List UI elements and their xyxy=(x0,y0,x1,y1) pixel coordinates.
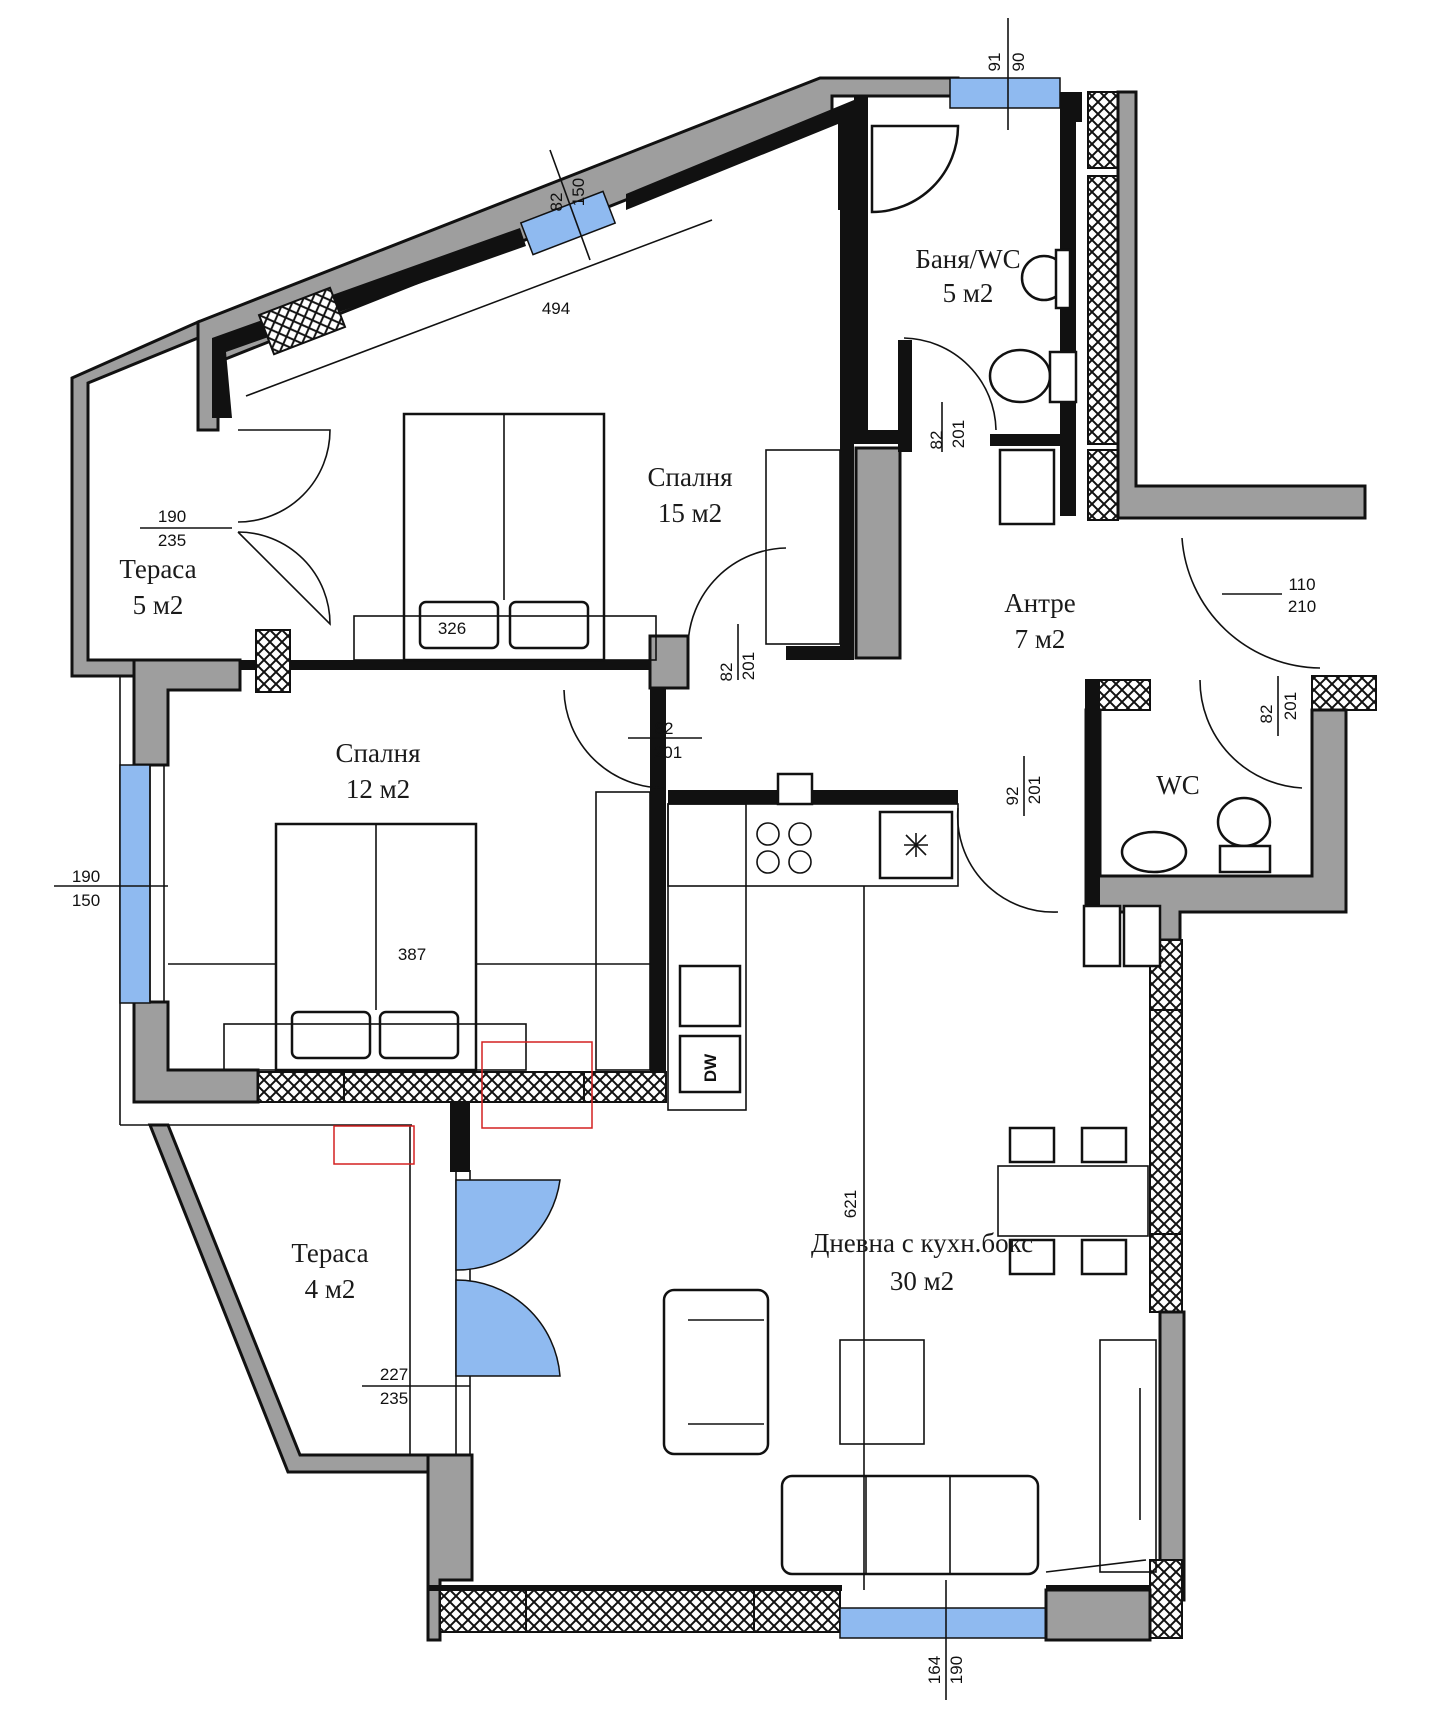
bath-fixtures xyxy=(870,124,1078,526)
wc-walls xyxy=(1084,675,1377,942)
hall-name: Антре xyxy=(1004,588,1076,618)
bath-window-h: 90 xyxy=(1009,53,1028,72)
wc-door-w: 82 xyxy=(1257,705,1276,724)
bedroom-1-name: Спалня xyxy=(647,462,732,492)
bed-1-size: 326 xyxy=(438,619,466,638)
bedroom-1-north-wall xyxy=(196,76,960,432)
living-depth: 621 xyxy=(841,1190,860,1218)
terrace-1-door-h: 235 xyxy=(158,531,186,550)
bath-walls xyxy=(854,77,1367,521)
bedroom-1-area: 15 м2 xyxy=(658,498,722,528)
bath-area: 5 м2 xyxy=(943,278,994,308)
interior-walls xyxy=(240,186,912,690)
bedroom-2-door-h: 201 xyxy=(654,743,682,762)
terrace-1-door-w: 190 xyxy=(158,507,186,526)
terrace-1-area: 5 м2 xyxy=(133,590,184,620)
bedroom-1-door-w: 82 xyxy=(717,663,736,682)
bedroom-2-door-w: 82 xyxy=(655,719,674,738)
room-labels: Баня/WC 5 м2 Спалня 15 м2 Тераса 5 м2 Ан… xyxy=(119,244,1199,1304)
bath-door-w: 82 xyxy=(927,431,946,450)
doors xyxy=(237,337,1321,1377)
terrace-2-door-w: 227 xyxy=(380,1365,408,1384)
bedroom-2-furniture xyxy=(223,791,651,1165)
living-window-h: 190 xyxy=(947,1656,966,1684)
bedroom-2-window-h: 150 xyxy=(72,891,100,910)
bedroom-2-name: Спалня xyxy=(335,738,420,768)
kitchen-furniture xyxy=(667,772,959,1111)
bedroom-1-door-h: 201 xyxy=(739,652,758,680)
wc-name: WC xyxy=(1156,770,1200,800)
living-door-w: 92 xyxy=(1003,787,1022,806)
terrace-1-name: Тераса xyxy=(119,554,196,584)
bedroom-2-area: 12 м2 xyxy=(346,774,410,804)
bedroom-2-walls xyxy=(119,629,667,1104)
dimension-lines xyxy=(54,18,1282,1700)
bath-window-w: 91 xyxy=(985,53,1004,72)
bedroom-1-furniture xyxy=(353,412,841,662)
bedroom-1-window-h: 150 xyxy=(569,178,588,206)
bedroom-1-window-w: 82 xyxy=(547,193,566,212)
terrace-2-door-h: 235 xyxy=(380,1389,408,1408)
wc-door-h: 201 xyxy=(1281,692,1300,720)
bedroom-2-window-w: 190 xyxy=(72,867,100,886)
bath-door-h: 201 xyxy=(949,420,968,448)
dimension-labels: 91 90 82 150 494 82 201 190 235 326 82 2… xyxy=(72,53,1316,1685)
terrace-2-name: Тераса xyxy=(291,1238,368,1268)
living-name: Дневна с кухн.бокс xyxy=(811,1228,1033,1258)
dishwasher-label: DW xyxy=(701,1053,720,1082)
hall-area: 7 м2 xyxy=(1015,624,1066,654)
entrance-door-h: 210 xyxy=(1288,597,1316,616)
entrance-door-w: 110 xyxy=(1288,575,1315,594)
bath-name: Баня/WC xyxy=(915,244,1020,274)
living-furniture xyxy=(662,886,1157,1590)
living-walls xyxy=(426,790,1186,1642)
wc-fixtures xyxy=(1082,796,1272,968)
terrace-2-area: 4 м2 xyxy=(305,1274,356,1304)
bedroom-1-wall-length: 494 xyxy=(542,299,570,318)
living-window-w: 164 xyxy=(925,1656,944,1684)
living-area: 30 м2 xyxy=(890,1266,954,1296)
living-door-h: 201 xyxy=(1025,776,1044,804)
bedroom-2-wall-length: 387 xyxy=(398,945,426,964)
